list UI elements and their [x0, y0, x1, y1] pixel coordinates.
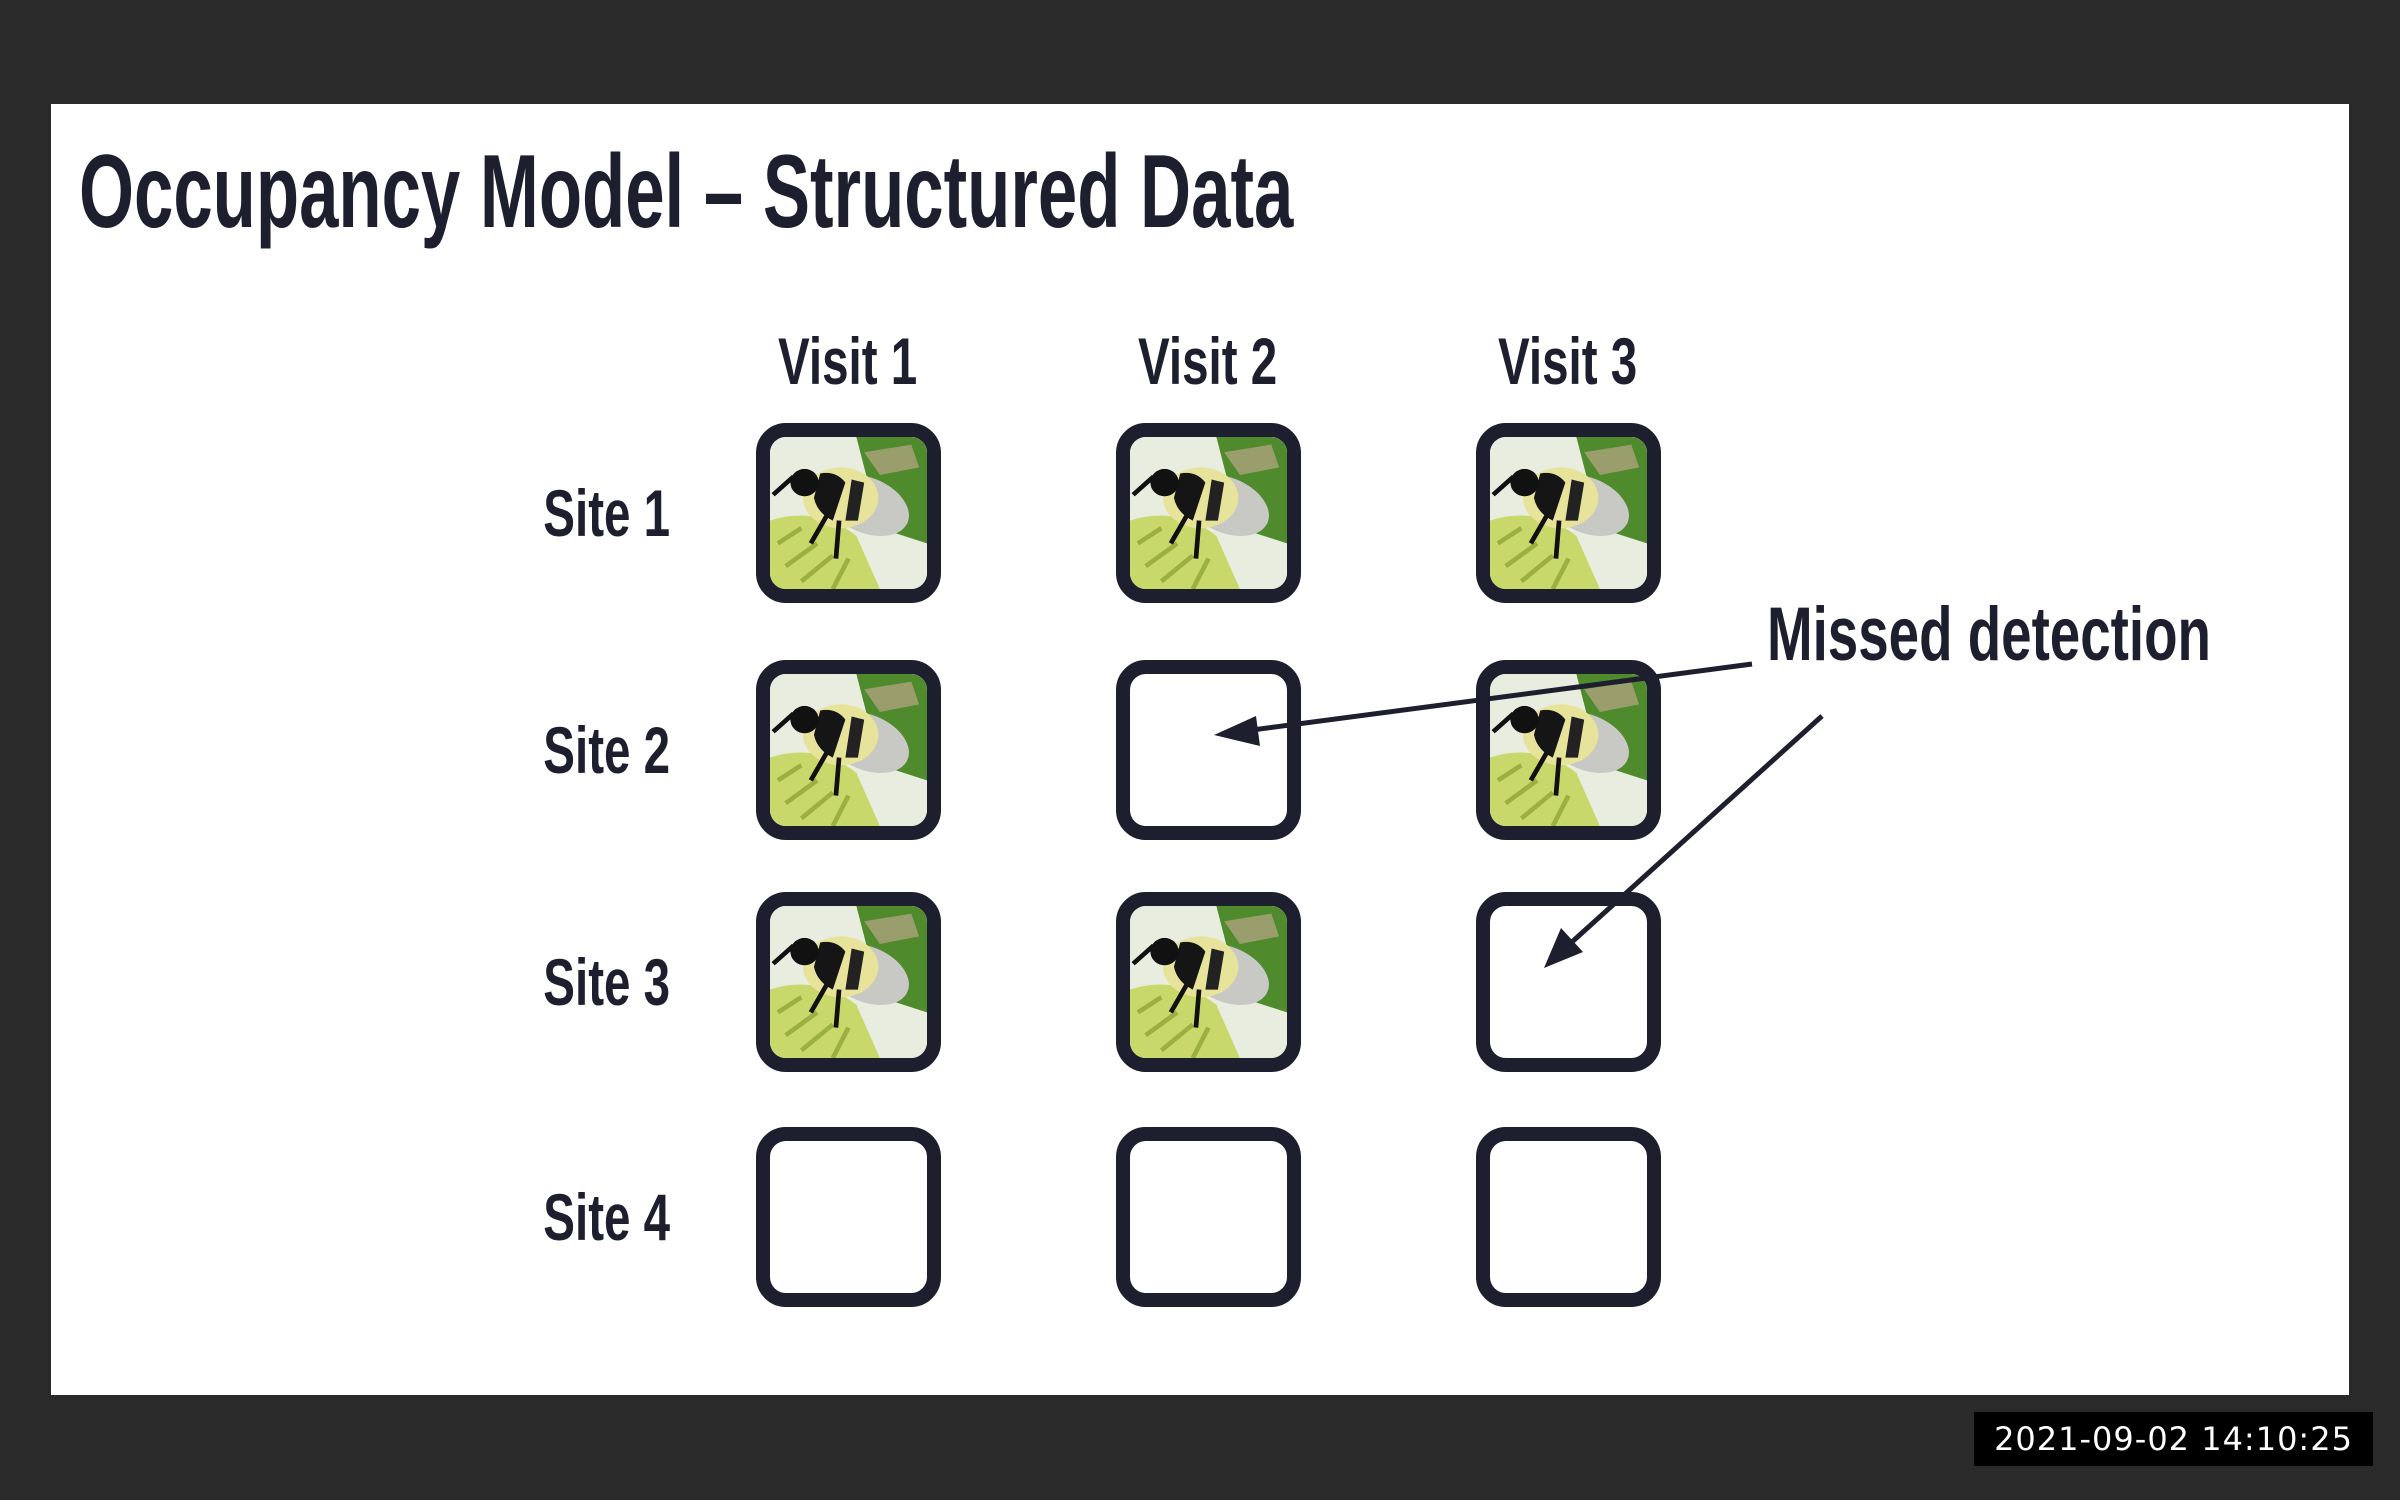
site-label: Site 1 [543, 476, 670, 550]
bee-image [1130, 437, 1287, 589]
timestamp: 2021-09-02 14:10:25 [1974, 1412, 2373, 1466]
missed-detection-label: Missed detection [1767, 592, 2211, 677]
detection-cell-empty [756, 1127, 941, 1307]
bee-image [1490, 674, 1647, 826]
bee-image [1490, 437, 1647, 589]
bee-image [770, 437, 927, 589]
slide-title: Occupancy Model – Structured Data [79, 134, 1294, 250]
detection-cell-empty [1116, 660, 1301, 840]
detection-cell-empty [1116, 1127, 1301, 1307]
detection-cell-bee [756, 423, 941, 603]
visit-header: Visit 1 [778, 324, 918, 398]
site-label: Site 3 [543, 945, 670, 1019]
bee-image [1130, 906, 1287, 1058]
visit-header: Visit 2 [1138, 324, 1278, 398]
visit-header: Visit 3 [1498, 324, 1638, 398]
detection-cell-bee [1116, 423, 1301, 603]
detection-cell-bee [756, 660, 941, 840]
detection-cell-bee [756, 892, 941, 1072]
detection-cell-bee [1476, 423, 1661, 603]
detection-cell-bee [1116, 892, 1301, 1072]
site-label: Site 4 [543, 1180, 670, 1254]
bee-image [770, 906, 927, 1058]
site-label: Site 2 [543, 713, 670, 787]
detection-cell-bee [1476, 660, 1661, 840]
bee-image [770, 674, 927, 826]
detection-cell-empty [1476, 892, 1661, 1072]
detection-cell-empty [1476, 1127, 1661, 1307]
